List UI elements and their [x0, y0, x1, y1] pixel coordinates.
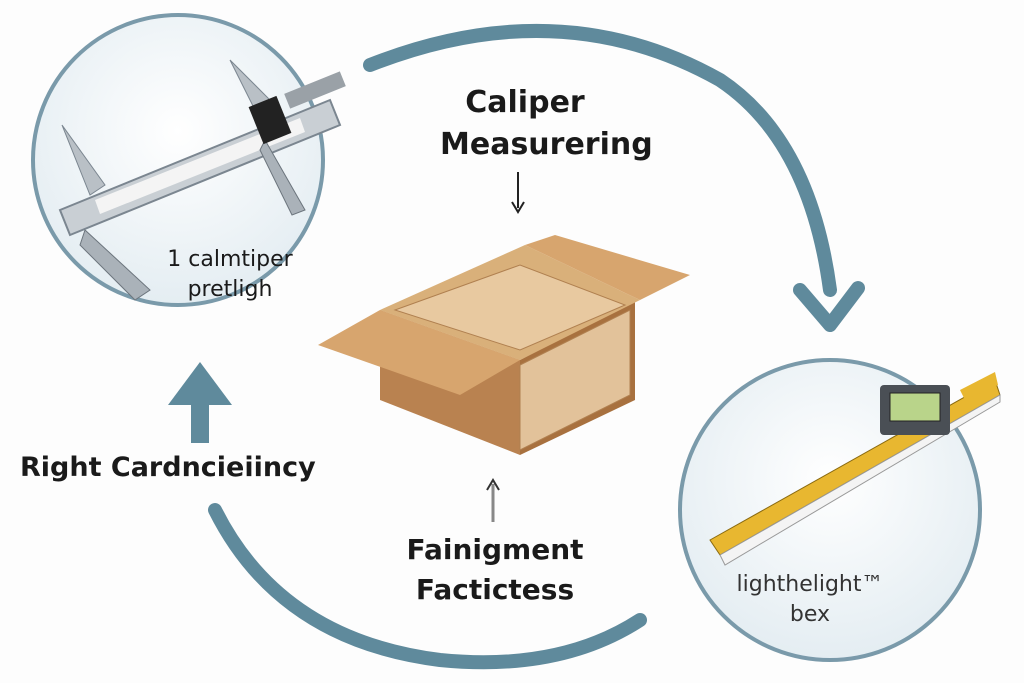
digital-scale-icon [709, 372, 1001, 566]
title: Caliper Measurering [440, 82, 653, 166]
box-icon [318, 235, 690, 455]
caliper-caption-line-1: 1 calmtiper [167, 247, 293, 272]
title-line-2: Measurering [440, 127, 653, 162]
caliper-caption: 1 calmtiper pretligh [140, 245, 320, 305]
title-line-1: Caliper [465, 85, 585, 120]
left-label: Right Cardncieiincy [20, 452, 316, 483]
up-arrow-icon [168, 362, 232, 443]
cycle-arrow-bottom [208, 503, 647, 670]
scale-caption-line-1: lighthelight™ [736, 572, 884, 597]
scale-caption: lighthelight™ bex [720, 570, 900, 630]
arrowhead-top-icon [793, 281, 865, 332]
caliper-caption-line-2: pretligh [187, 277, 273, 302]
scale-caption-line-2: bex [789, 602, 831, 627]
cycle-arrow-top [363, 23, 837, 297]
bottom-label: Fainigment Factictess [380, 530, 610, 610]
bottom-label-line-2: Factictess [415, 573, 575, 606]
bottom-label-line-1: Fainigment [406, 533, 584, 566]
caliper-icon [58, 59, 346, 301]
